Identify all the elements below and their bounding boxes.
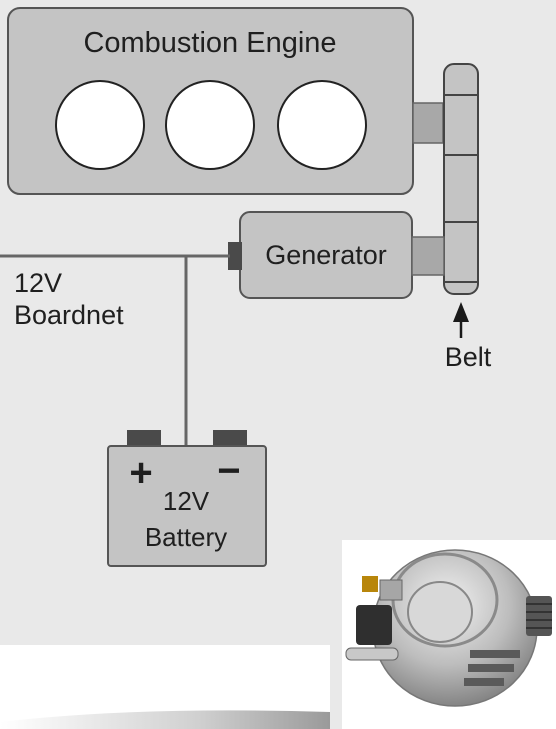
boardnet-voltage-label: 12V: [14, 268, 62, 298]
generator-terminal: [228, 242, 242, 270]
alternator-hub: [407, 581, 473, 643]
battery-terminal-negative: [213, 430, 247, 447]
battery-terminal-positive: [127, 430, 161, 447]
alternator-bracket: [379, 579, 403, 601]
cooling-slot: [468, 664, 514, 672]
alternator-connector: [356, 605, 392, 645]
cooling-slot: [464, 678, 504, 686]
white-panel: [0, 645, 330, 729]
alternator-photo: [342, 540, 556, 729]
generator-shaft: [411, 236, 445, 276]
boardnet-label: Boardnet: [14, 300, 124, 330]
decorative-swoosh: [0, 710, 330, 729]
battery-voltage-label: 12V: [163, 486, 210, 516]
engine-label: Combustion Engine: [83, 27, 336, 59]
cylinder-3: [277, 80, 367, 170]
battery-minus-sign: −: [217, 449, 240, 493]
alternator-terminal-nut: [362, 576, 378, 592]
generator-label: Generator: [265, 240, 387, 270]
cooling-slot: [470, 650, 520, 658]
cylinder-1: [55, 80, 145, 170]
battery-box: [107, 445, 267, 567]
battery-plus-sign: +: [129, 451, 152, 495]
alternator-pulley: [526, 596, 552, 636]
battery-label: Battery: [145, 522, 227, 552]
cylinder-2: [165, 80, 255, 170]
engine-shaft: [412, 102, 444, 144]
belt-label: Belt: [445, 342, 492, 372]
alternator-mount-pipe: [345, 647, 399, 661]
belt-arrow-head: [453, 302, 469, 322]
belt: [443, 63, 479, 295]
